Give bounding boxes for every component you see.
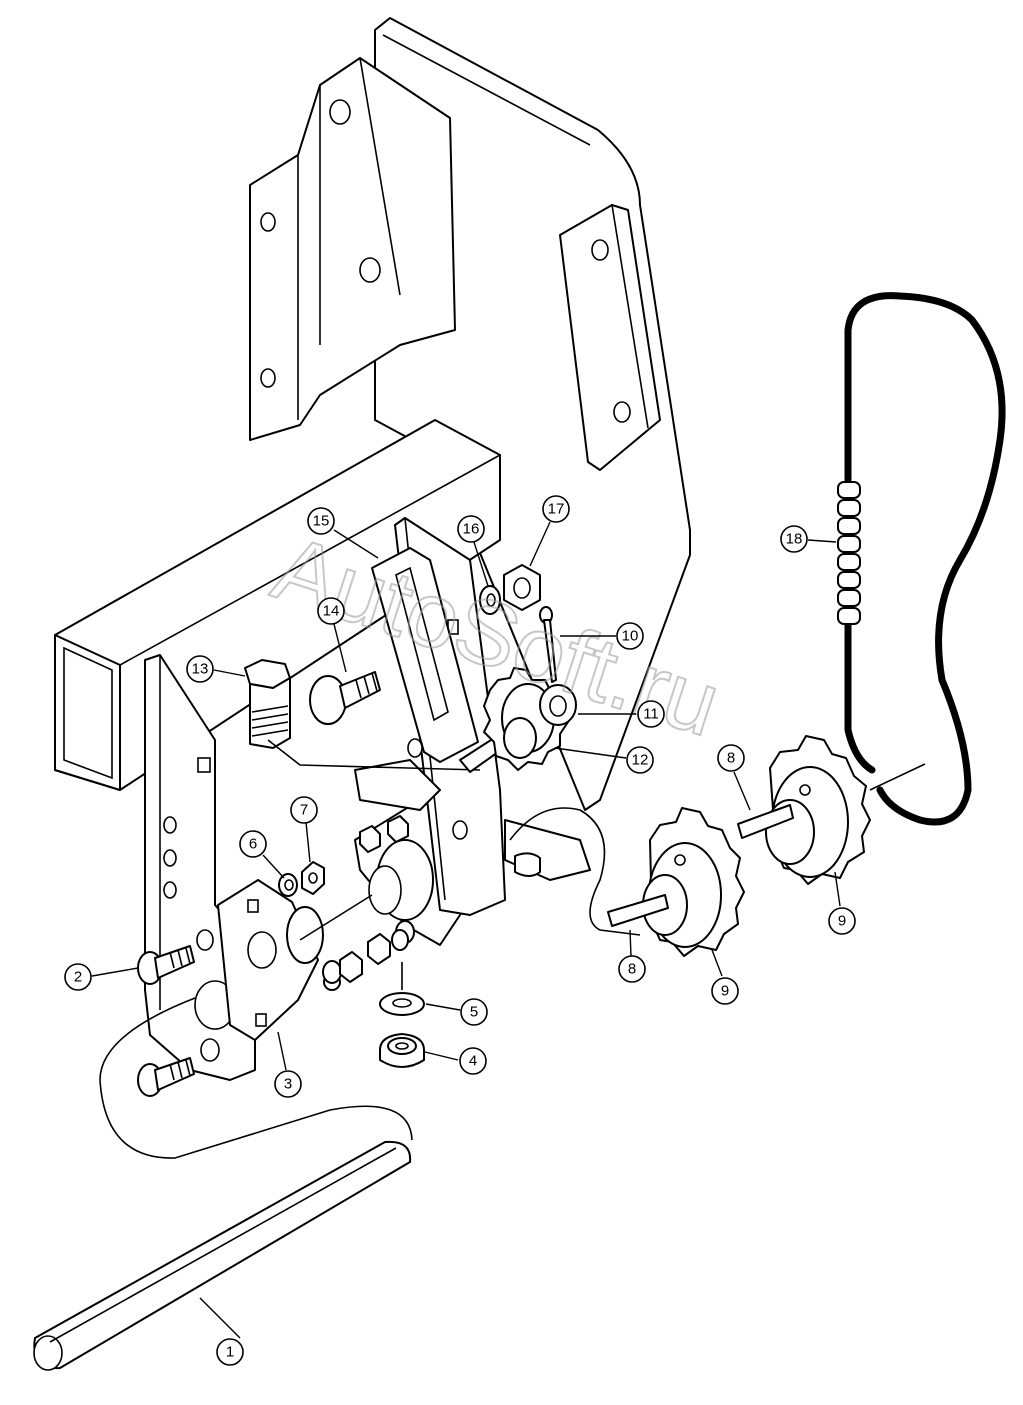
- callout-9-upper: 9: [828, 907, 856, 935]
- svg-text:13: 13: [192, 661, 209, 678]
- callout-5: 5: [460, 998, 488, 1026]
- svg-text:2: 2: [74, 969, 82, 986]
- svg-text:1: 1: [226, 1344, 234, 1361]
- svg-text:8: 8: [727, 750, 735, 767]
- flat-washer: [379, 962, 425, 1016]
- callout-2: 2: [64, 963, 92, 991]
- svg-text:9: 9: [838, 913, 846, 930]
- callout-14: 14: [317, 597, 345, 625]
- callout-8-lower: 8: [618, 955, 646, 983]
- svg-text:11: 11: [643, 706, 659, 723]
- hex-bolt: [244, 659, 481, 771]
- bearing-flange-front: [217, 879, 341, 1041]
- lower-bracket: [354, 759, 591, 881]
- shaft: [33, 1140, 412, 1371]
- callout-1: 1: [216, 1338, 244, 1366]
- callout-17: 17: [542, 495, 570, 523]
- svg-text:15: 15: [313, 513, 330, 530]
- svg-text:14: 14: [323, 603, 340, 620]
- leader-lines: [91, 521, 841, 1339]
- washer-small: [278, 873, 298, 897]
- hex-nut-upper: [503, 564, 541, 611]
- drive-chain: [837, 292, 1006, 826]
- callout-8-upper: 8: [717, 744, 745, 772]
- idler-sprocket: [483, 667, 577, 771]
- cotter-pin: [539, 606, 557, 683]
- hex-nut-small: [301, 861, 325, 895]
- svg-text:3: 3: [284, 1076, 292, 1093]
- drive-sprocket-right: [737, 735, 871, 885]
- svg-text:4: 4: [469, 1053, 477, 1070]
- callout-4: 4: [459, 1047, 487, 1075]
- right-bracket: [559, 204, 661, 471]
- callout-12: 12: [626, 746, 654, 774]
- flange-nut: [379, 1033, 425, 1068]
- svg-text:7: 7: [300, 802, 308, 819]
- svg-text:8: 8: [628, 961, 636, 978]
- callout-13: 13: [186, 655, 214, 683]
- callout-18: 18: [780, 525, 808, 553]
- washer-upper: [479, 585, 501, 615]
- svg-text:10: 10: [622, 628, 639, 645]
- carriage-bolt-upper-arm: [309, 671, 381, 725]
- callout-15: 15: [307, 507, 335, 535]
- svg-text:12: 12: [632, 752, 649, 769]
- callout-16: 16: [457, 515, 485, 543]
- svg-text:17: 17: [548, 501, 565, 518]
- svg-text:16: 16: [463, 521, 480, 538]
- nut-stack-lower: [322, 929, 409, 984]
- svg-text:9: 9: [721, 983, 729, 1000]
- callout-7: 7: [290, 796, 318, 824]
- svg-text:18: 18: [786, 531, 803, 548]
- callout-11: 11: [637, 700, 665, 728]
- callout-10: 10: [616, 622, 644, 650]
- shaft-routing-line: [99, 997, 413, 1159]
- callout-6: 6: [239, 830, 267, 858]
- svg-text:6: 6: [249, 836, 257, 853]
- svg-text:5: 5: [470, 1004, 478, 1021]
- callout-9-lower: 9: [711, 977, 739, 1005]
- drive-sprocket-left: [607, 807, 745, 957]
- slotted-adjuster: [371, 547, 479, 763]
- drive-routing-line: [509, 807, 641, 936]
- carriage-bolt-lower: [137, 1057, 195, 1097]
- chain-link-section: [837, 481, 861, 625]
- left-bracket: [249, 57, 456, 441]
- callout-3: 3: [274, 1070, 302, 1098]
